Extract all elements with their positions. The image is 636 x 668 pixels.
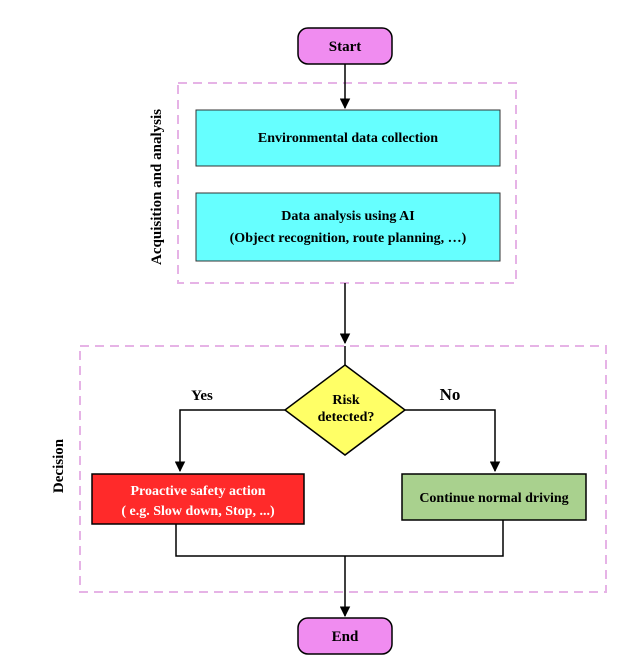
merge-line-right [345,520,504,557]
analysis-label-line2: (Object recognition, route planning, …) [230,231,467,246]
acquisition-group-label: Acquisition and analysis [149,109,165,265]
collection-node [195,109,501,167]
end-label: End [332,629,359,645]
normal-driving-node [401,473,587,521]
risk-decision-node [283,364,407,456]
decision-group-label: Decision [51,438,67,493]
merge-line-left [175,524,345,557]
decision-label-line1: Risk [332,393,359,408]
safety-label-line2: ( e.g. Slow down, Stop, ...) [121,504,275,519]
no-label: No [440,385,461,404]
start-label: Start [329,39,362,55]
arrow-no-branch [405,409,501,473]
safety-label-line1: Proactive safety action [130,484,265,499]
acquisition-group-box [177,82,517,284]
collection-label: Environmental data collection [258,131,438,146]
analysis-label-line1: Data analysis using AI [281,209,414,224]
decision-group-box [79,345,607,593]
end-node [297,617,393,655]
safety-action-node [91,473,305,525]
analysis-node [195,192,501,262]
arrow-yes-branch [174,409,285,473]
decision-label-line2: detected? [318,410,375,425]
normal-label: Continue normal driving [419,491,568,506]
yes-label: Yes [191,388,213,404]
